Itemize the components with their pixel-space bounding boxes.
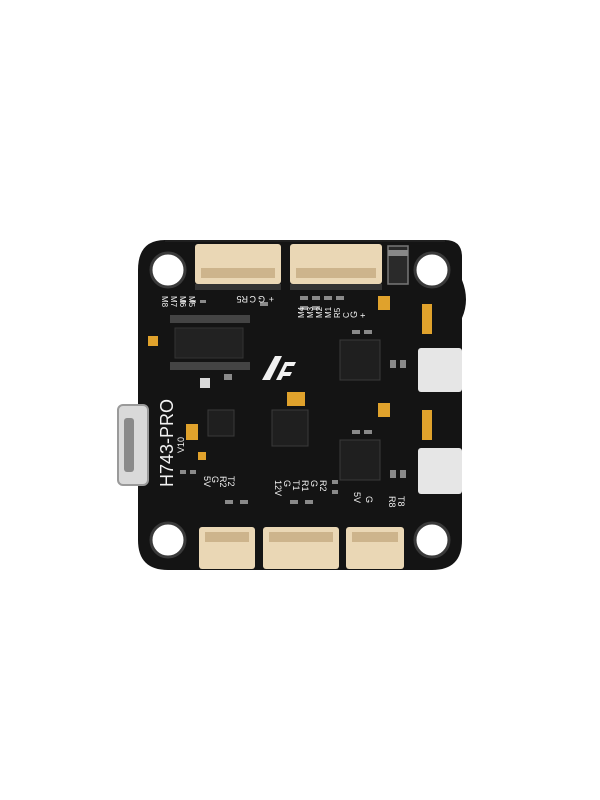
top-connector-right	[290, 244, 382, 290]
label-m1: M1	[324, 306, 333, 318]
label-m2: M2	[315, 306, 324, 318]
label-m5: M5	[187, 296, 196, 308]
label-m3: M3	[306, 306, 315, 318]
label-m7: M7	[169, 296, 178, 308]
bottom-connector-left	[199, 527, 255, 569]
ic-chips	[170, 315, 381, 481]
label-r8: R8	[387, 496, 397, 508]
silkscreen-labels: H743-PRO V10 R5 C G + M8 M7 M6 M5 M4 M3 …	[157, 294, 406, 508]
label-g-mid: G	[282, 480, 292, 487]
label-g-top: G	[258, 294, 265, 304]
label-t1: T1	[291, 480, 301, 491]
white-pad-upper	[418, 348, 462, 392]
label-plus-right: +	[358, 313, 368, 318]
top-connector-left	[195, 244, 281, 290]
mounting-holes	[149, 251, 451, 559]
label-g-right: G	[349, 311, 359, 318]
diode-component	[387, 245, 409, 285]
label-g-mid-b: G	[309, 480, 319, 487]
mounting-hole-bottom-right	[413, 521, 451, 559]
usb-c-port	[117, 404, 149, 486]
af-logo-icon	[262, 356, 296, 380]
label-r2-mid: R2	[318, 480, 328, 492]
version-label: V10	[176, 437, 186, 453]
label-5v-right: 5V	[352, 492, 362, 503]
label-g-right-b: G	[364, 496, 374, 503]
label-5v-left: 5V	[202, 476, 212, 487]
model-label: H743-PRO	[157, 399, 177, 487]
label-r2-left: R2	[218, 476, 228, 488]
bottom-connector-middle	[263, 527, 339, 569]
label-g-left: G	[210, 476, 220, 483]
label-m6: M6	[178, 296, 187, 308]
label-t2: T2	[226, 476, 236, 487]
label-c-top: C	[249, 294, 256, 304]
label-t8: T8	[396, 496, 406, 507]
label-12v: 12V	[273, 480, 283, 496]
label-r1: R1	[300, 480, 310, 492]
label-plus-top: +	[269, 294, 274, 304]
white-pad-lower	[418, 448, 462, 494]
label-c-right: C	[342, 312, 351, 318]
label-m4: M4	[297, 306, 306, 318]
smd-components	[180, 296, 406, 504]
mounting-hole-bottom-left	[149, 521, 187, 559]
label-m8: M8	[160, 296, 169, 308]
bottom-connector-right	[346, 527, 404, 569]
mounting-hole-top-left	[149, 251, 187, 289]
label-r5-right: R5	[333, 307, 342, 318]
mounting-hole-top-right	[413, 251, 451, 289]
label-r5-top: R5	[236, 294, 248, 304]
gold-pads	[148, 296, 432, 460]
